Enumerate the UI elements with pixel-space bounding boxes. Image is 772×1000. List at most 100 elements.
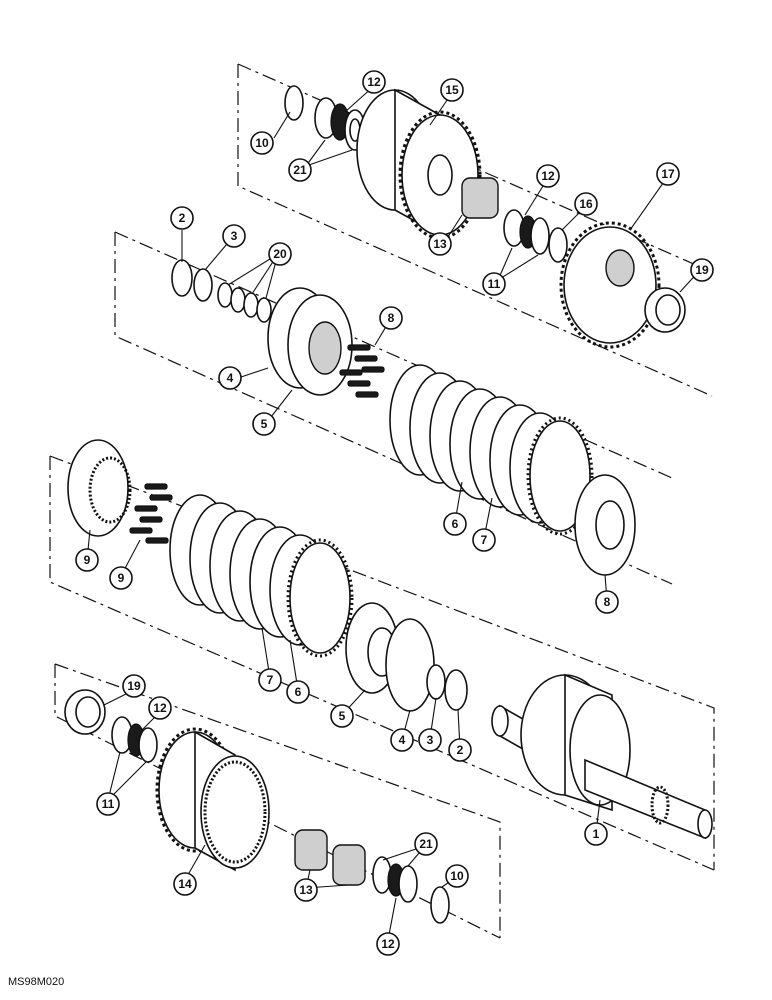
bearing-19-inner (655, 294, 681, 326)
callout-circle (286, 680, 310, 704)
seal-ring-2 (171, 259, 193, 297)
springs-8b (129, 483, 173, 544)
gear-15-hub (427, 154, 453, 196)
callout-circle (362, 70, 386, 94)
callout-6: 6 (443, 512, 467, 536)
upper-clutch-pack (389, 364, 636, 576)
figure-code: MS98M020 (8, 976, 65, 988)
callout-14: 14 (173, 872, 197, 896)
callout-4: 4 (390, 728, 414, 752)
callout-2: 2 (448, 738, 472, 762)
needle-bearing-13b (294, 829, 328, 871)
callout-10: 10 (250, 131, 274, 155)
callout-circle (690, 258, 714, 282)
callout-16: 16 (574, 192, 598, 216)
callout-circle (448, 738, 472, 762)
callout-label: 14 (178, 877, 192, 891)
gear-17-hub (605, 249, 635, 287)
callout-label: 4 (399, 733, 406, 747)
piston-hub (308, 321, 342, 375)
callout-circle (536, 164, 560, 188)
callout-label: 7 (267, 673, 274, 687)
callout-label: 19 (695, 263, 709, 277)
callout-label: 19 (127, 679, 141, 693)
callout-circle (443, 512, 467, 536)
callout-label: 2 (457, 743, 464, 757)
gear-17 (563, 226, 657, 344)
callout-circle (258, 668, 282, 692)
needle-bearing-13 (461, 177, 499, 219)
callout-9: 9 (75, 548, 99, 572)
callout-label: 12 (381, 937, 395, 951)
callout-label: 11 (102, 797, 115, 811)
gear-15-teeth (398, 110, 482, 240)
callout-label: 21 (293, 163, 307, 177)
callout-circle (472, 528, 496, 552)
callout-label: 3 (427, 733, 434, 747)
callout-label: 2 (179, 211, 186, 225)
callout-circle (376, 932, 400, 956)
callout-11: 11 (96, 792, 120, 816)
seal-ring-3 (193, 268, 213, 302)
callout-label: 11 (488, 277, 501, 291)
callout-12: 12 (148, 696, 172, 720)
upper-gear-assembly (284, 85, 686, 349)
callout-label: 7 (481, 533, 488, 547)
callout-label: 16 (579, 197, 593, 211)
callout-circle (148, 696, 172, 720)
snap-ring-10b (430, 886, 450, 924)
callout-label: 15 (445, 83, 459, 97)
callout-circle (96, 792, 120, 816)
callout-label: 17 (661, 167, 675, 181)
callout-10: 10 (445, 864, 469, 888)
lower-gear-assembly (64, 689, 450, 924)
gear-14-face (200, 755, 270, 869)
callout-13: 13 (428, 232, 452, 256)
callout-19: 19 (122, 674, 146, 698)
callout-13: 13 (294, 878, 318, 902)
callout-7: 7 (472, 528, 496, 552)
callout-circle (414, 832, 438, 856)
callout-5: 5 (252, 412, 276, 436)
callout-5: 5 (330, 704, 354, 728)
callout-4: 4 (218, 366, 242, 390)
callout-circle (170, 206, 194, 230)
callout-circle (268, 242, 292, 266)
needle-bearing-13c (332, 844, 366, 886)
callout-circle (445, 864, 469, 888)
gear-17-teeth (559, 221, 661, 349)
callout-7: 7 (258, 668, 282, 692)
thrust-washer-b (530, 217, 550, 255)
callout-circle (418, 728, 442, 752)
callout-label: 10 (255, 136, 269, 150)
callout-circle (595, 590, 619, 614)
callout-label: 6 (295, 685, 302, 699)
seal-4b (385, 618, 435, 712)
callout-9: 9 (109, 566, 133, 590)
callout-label: 12 (153, 701, 167, 715)
seal-ring-20b (230, 287, 246, 313)
callout-label: 12 (541, 169, 555, 183)
snap-ring-10 (284, 85, 304, 121)
callout-label: 13 (299, 883, 313, 897)
callout-12: 12 (362, 70, 386, 94)
callout-label: 12 (367, 75, 381, 89)
seal-3b (426, 664, 446, 700)
callout-circle (109, 566, 133, 590)
callout-label: 9 (118, 571, 125, 585)
callout-circle (482, 272, 506, 296)
backing-plate-9b (67, 439, 129, 537)
ring-16 (548, 227, 568, 263)
piston-assembly (171, 259, 385, 398)
callout-circle (252, 412, 276, 436)
callout-3: 3 (418, 728, 442, 752)
callout-label: 13 (433, 237, 447, 251)
seal-ring-20c (243, 292, 259, 318)
callout-8: 8 (595, 590, 619, 614)
callout-circle (330, 704, 354, 728)
springs-8 (339, 344, 385, 398)
callout-12: 12 (536, 164, 560, 188)
callout-circle (440, 78, 464, 102)
callout-19: 19 (690, 258, 714, 282)
